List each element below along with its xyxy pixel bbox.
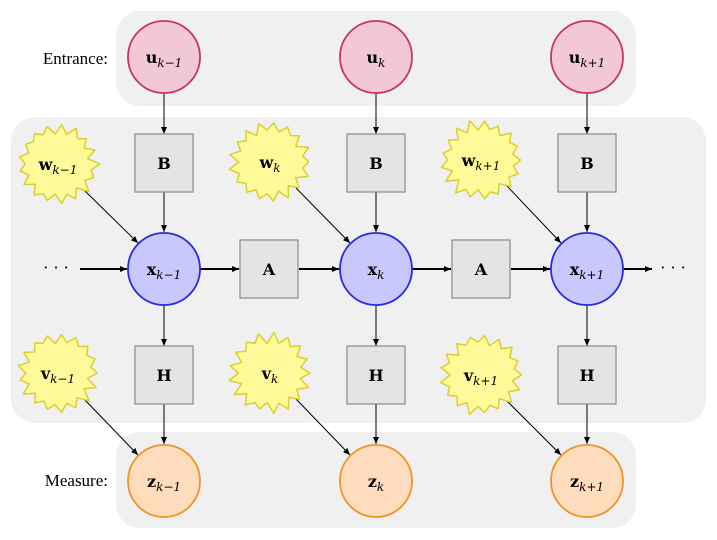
measure-label: Measure: bbox=[45, 471, 108, 490]
label-v-2: vk+1 bbox=[463, 366, 498, 388]
box-h-2-label: H bbox=[579, 366, 594, 385]
box-b-0 bbox=[134, 133, 194, 193]
box-b-0-label: B bbox=[157, 154, 171, 173]
box-h-0 bbox=[134, 345, 194, 405]
edge-w-to-x-2 bbox=[506, 185, 562, 244]
node-u-2 bbox=[550, 20, 624, 94]
box-h-1-label: H bbox=[368, 366, 383, 385]
box-b-1 bbox=[346, 133, 406, 193]
edge-v-to-z-1 bbox=[295, 398, 351, 456]
node-x-0 bbox=[127, 232, 201, 306]
box-a-0 bbox=[239, 239, 299, 299]
label-w-1: wk bbox=[258, 153, 280, 175]
node-z-0-label: zk−1 bbox=[147, 472, 181, 494]
label-v-1: vk bbox=[261, 364, 279, 386]
box-a-0-label: A bbox=[262, 260, 276, 279]
node-u-0 bbox=[127, 20, 201, 94]
label-w-0: wk−1 bbox=[38, 155, 78, 177]
ellipsis-right: · · · bbox=[660, 258, 685, 277]
edge-w-to-x-1 bbox=[295, 187, 351, 244]
node-z-2 bbox=[550, 444, 624, 518]
label-w-2: wk+1 bbox=[461, 151, 501, 173]
noise-v-2 bbox=[439, 334, 523, 416]
edge-v-to-z-2 bbox=[506, 400, 562, 456]
node-z-2-label: zk+1 bbox=[570, 472, 604, 494]
entrance-label: Entrance: bbox=[43, 49, 108, 68]
noise-v-0 bbox=[17, 333, 99, 413]
label-v-0: vk−1 bbox=[40, 364, 75, 386]
box-b-2 bbox=[557, 133, 617, 193]
box-h-0-label: H bbox=[156, 366, 171, 385]
node-x-2 bbox=[550, 232, 624, 306]
node-x-1-label: xk bbox=[368, 260, 385, 282]
node-u-0-label: uk−1 bbox=[146, 48, 183, 70]
node-z-0 bbox=[127, 444, 201, 518]
edge-v-to-z-0 bbox=[83, 398, 139, 456]
noise-w-1 bbox=[228, 122, 310, 202]
box-a-1 bbox=[451, 239, 511, 299]
box-h-2 bbox=[557, 345, 617, 405]
edge-w-to-x-0 bbox=[83, 189, 139, 244]
noise-w-2 bbox=[440, 120, 522, 200]
node-u-1 bbox=[339, 20, 413, 94]
ellipsis-left: · · · bbox=[43, 258, 68, 277]
edges bbox=[80, 93, 652, 456]
noise-layer: wk−1 wk wk+1 vk−1 vk vk+1 bbox=[17, 120, 523, 416]
node-x-2-label: xk+1 bbox=[570, 260, 605, 282]
node-x-1 bbox=[339, 232, 413, 306]
box-h-1 bbox=[346, 345, 406, 405]
noise-w-0 bbox=[18, 124, 101, 205]
circles: uk−1 xk−1 zk−1 uk xk zk uk+1 xk+1 zk+1 bbox=[127, 20, 624, 518]
node-z-1-label: zk bbox=[368, 472, 384, 494]
node-z-1 bbox=[339, 444, 413, 518]
node-u-2-label: uk+1 bbox=[569, 48, 606, 70]
node-x-0-label: xk−1 bbox=[147, 260, 182, 282]
box-a-1-label: A bbox=[474, 260, 488, 279]
boxes: B H B H B H A A bbox=[134, 133, 617, 405]
node-u-1-label: uk bbox=[367, 48, 386, 70]
noise-v-1 bbox=[228, 331, 311, 415]
box-b-2-label: B bbox=[580, 154, 594, 173]
box-b-1-label: B bbox=[369, 154, 383, 173]
